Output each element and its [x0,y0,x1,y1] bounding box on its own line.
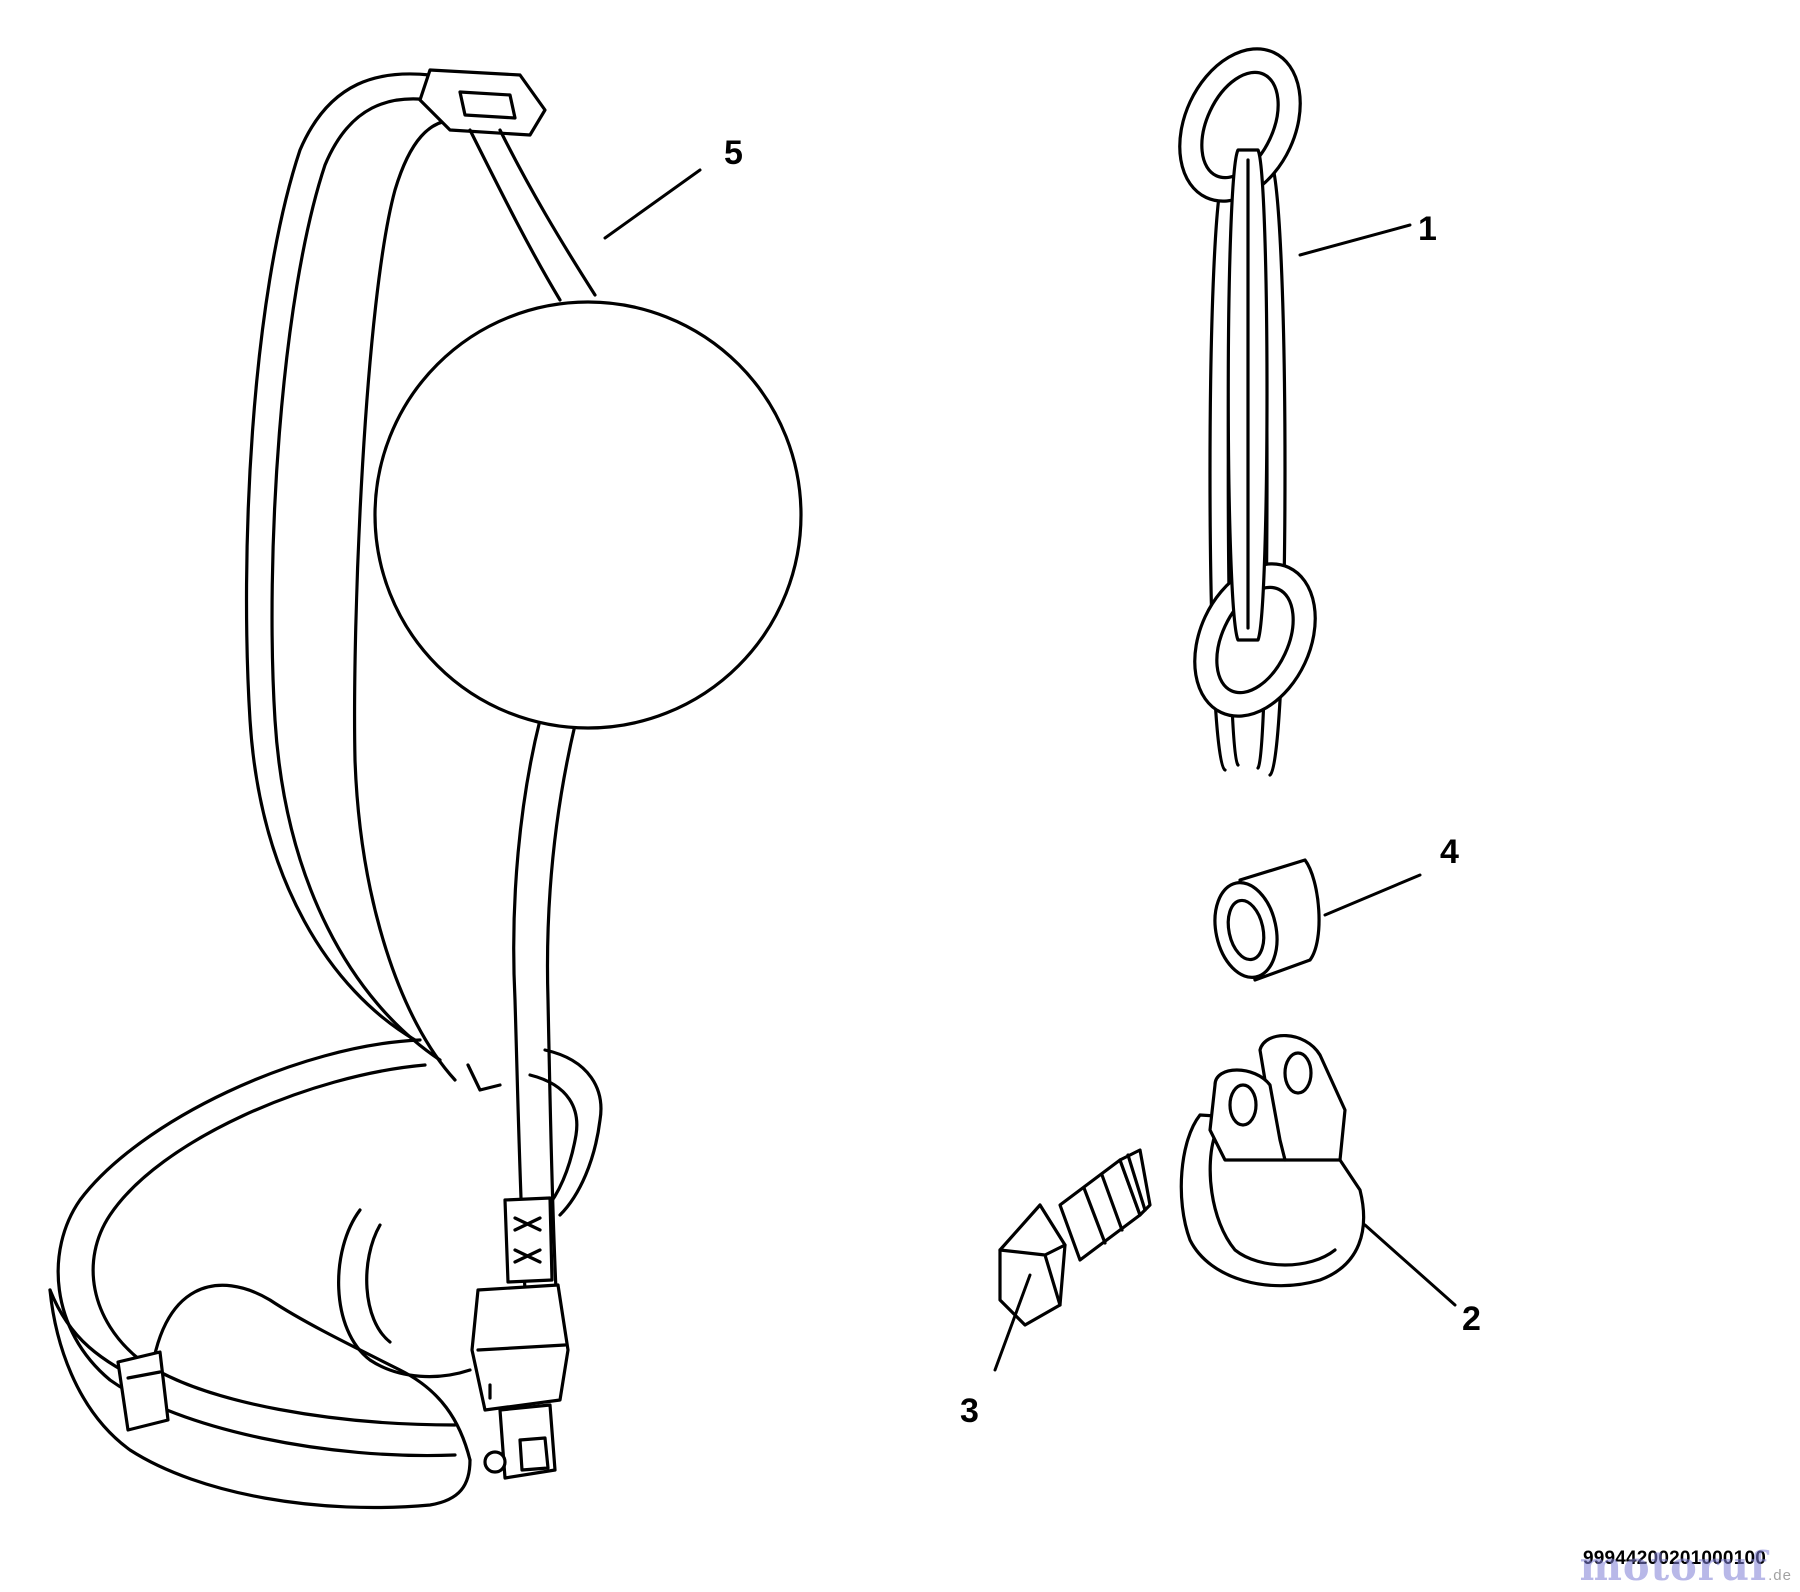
link-part-1 [1178,47,1317,777]
watermark-logo: motoruf.de [1579,1543,1792,1590]
bushing-part-4 [1213,858,1321,982]
callout-3: 3 [960,1392,979,1430]
leader-1 [1298,223,1412,257]
harness-part-5 [48,68,803,1510]
callout-4: 4 [1440,833,1459,871]
callout-1: 1 [1418,210,1437,248]
reference-number: 99944200201000100 [1582,1548,1766,1569]
bolt-part-3 [998,1148,1152,1327]
leader-5 [603,168,702,240]
leader-4 [1323,873,1422,917]
callout-2: 2 [1462,1300,1481,1338]
leader-3 [993,1273,1032,1372]
leader-2 [1363,1223,1457,1307]
clamp-part-2 [1179,1034,1366,1288]
callout-5: 5 [724,134,743,172]
